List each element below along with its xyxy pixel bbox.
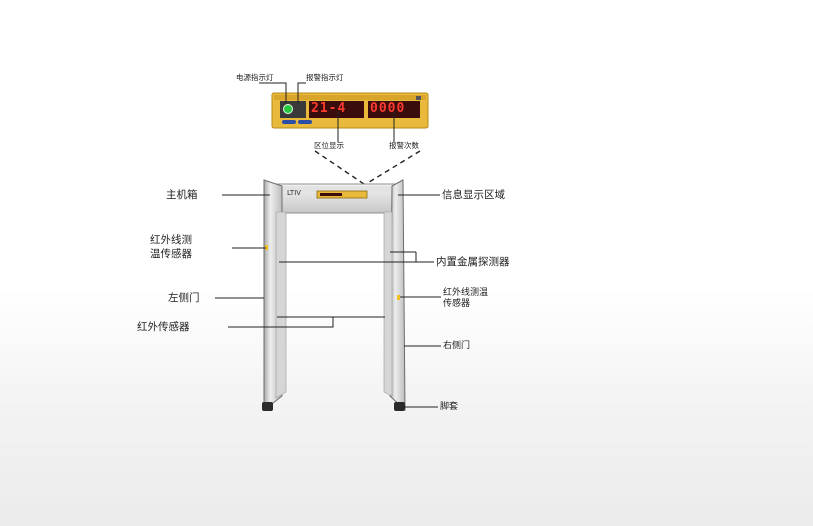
left-door-inner [275, 211, 287, 399]
right-foot-cover [394, 402, 405, 411]
left-foot-cover [262, 402, 273, 411]
label-ir-temp-sensor-left-line1: 红外线测 [150, 234, 192, 246]
count-display-window [368, 101, 420, 118]
panel-header-strip [274, 95, 426, 100]
right-ir-temp-sensor [397, 295, 400, 300]
leader-metal-detector [279, 252, 434, 263]
label-ir-temp-sensor-right-line1: 红外线测温 [443, 288, 489, 298]
label-host-box: 主机箱 [166, 189, 198, 201]
panel-button-right [298, 120, 312, 124]
label-foot-cover: 脚套 [440, 402, 459, 412]
leader-alarm-indicator [297, 82, 306, 104]
panel-button-left [282, 120, 296, 124]
label-alarm-count: 报警次数 [389, 141, 419, 150]
dashed-line-right [365, 150, 421, 185]
gate-top-face [276, 186, 392, 192]
gate-brand: LTIV [287, 189, 302, 197]
left-ir-temp-sensor [265, 245, 268, 250]
power-indicator-led [283, 104, 293, 114]
leader-power-indicator [259, 82, 287, 104]
dashed-line-left [314, 150, 365, 185]
zone-display-digits: 21-4 [311, 101, 347, 116]
right-door-inner [383, 211, 393, 397]
count-display-digits: 0000 [370, 101, 406, 116]
security-gate [262, 179, 406, 412]
info-display-screen [320, 193, 342, 196]
label-alarm-indicator: 报警指示灯 [306, 73, 344, 82]
panel-corner-icon [416, 96, 421, 100]
zone-display-window [309, 101, 364, 118]
gate-leader-lines [215, 194, 441, 408]
panel-leader-lines [259, 82, 395, 142]
label-ir-sensor: 红外传感器 [137, 321, 190, 333]
label-metal-detector: 内置金属探测器 [436, 256, 510, 268]
label-left-door: 左侧门 [168, 292, 200, 304]
label-right-door: 右侧门 [443, 341, 471, 351]
label-info-display: 信息显示区域 [442, 189, 505, 201]
label-ir-temp-sensor-right-line2: 传感器 [443, 299, 471, 309]
label-power-indicator: 电源指示灯 [236, 73, 274, 82]
control-panel [271, 92, 429, 129]
dashed-connector [314, 150, 421, 185]
label-ir-temp-sensor-left-line2: 温传感器 [150, 248, 192, 260]
leader-ir-sensor [228, 316, 334, 328]
label-zone-display: 区位显示 [314, 141, 344, 150]
